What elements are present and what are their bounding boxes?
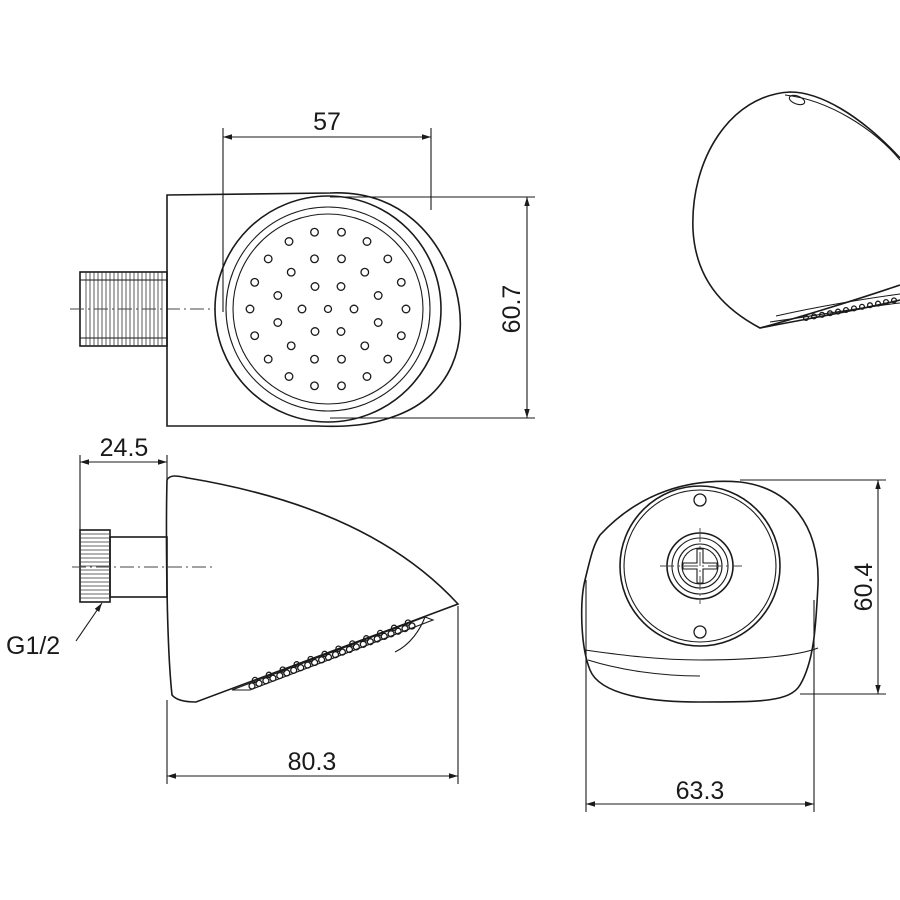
side-view <box>72 475 460 703</box>
nozzle-hole <box>250 331 260 341</box>
nozzle-hole <box>373 318 383 327</box>
dimension-back-height: 60.4 <box>740 479 886 695</box>
nozzle-hole <box>383 354 393 364</box>
nozzle-hole <box>250 277 260 287</box>
nozzle-hole <box>310 227 319 237</box>
nozzle-hole <box>336 327 346 336</box>
nozzle-hole <box>310 282 320 291</box>
nozzle-hole <box>284 237 294 246</box>
nozzle-hole <box>362 372 372 381</box>
back-view-plate-inner <box>623 489 777 643</box>
nozzle-hole <box>284 372 294 381</box>
front-view-face-outer <box>214 195 442 423</box>
dimension-top-width-label: 57 <box>313 108 341 136</box>
nozzle-hole <box>373 291 383 300</box>
back-view-mount-hole-bottom <box>693 625 707 639</box>
dimension-top-height-label: 60.7 <box>498 285 526 334</box>
perspective-view <box>692 91 900 329</box>
nozzle-hole <box>337 354 346 364</box>
nozzle-hole <box>297 304 307 314</box>
nozzle-hole <box>310 354 319 364</box>
dimension-top-height: 60.7 <box>330 196 535 419</box>
back-view-body <box>580 480 819 703</box>
dimension-back-height-label: 60.4 <box>850 563 878 612</box>
nozzle-hole <box>383 254 393 264</box>
dimension-back-width: 63.3 <box>585 580 815 812</box>
nozzle-hole <box>310 254 319 264</box>
nozzle-hole <box>337 381 346 391</box>
nozzle-hole <box>360 267 370 277</box>
dimension-side-length: 80.3 <box>166 606 459 784</box>
dimension-side-length-label: 80.3 <box>288 748 337 776</box>
back-view-plate-outer <box>619 485 781 647</box>
nozzle-hole <box>286 267 296 277</box>
nozzle-hole <box>310 381 319 391</box>
nozzle-hole <box>310 327 320 336</box>
back-view-flow-cross <box>682 548 718 584</box>
front-view-face-inner <box>232 213 424 405</box>
front-view-nozzles <box>245 227 411 391</box>
perspective-view-top-hole <box>788 94 806 106</box>
dimension-side-offset-label: 24.5 <box>100 434 149 462</box>
front-view-inlet-thread <box>70 271 215 347</box>
nozzle-hole <box>263 354 273 364</box>
side-view-nozzles <box>248 619 416 690</box>
front-view-face-ring <box>225 206 431 412</box>
dimension-top-width: 57 <box>222 108 432 312</box>
side-view-body <box>165 475 460 703</box>
nozzle-hole <box>273 291 283 300</box>
nozzle-hole <box>396 331 406 341</box>
back-view-mount-hole-top <box>693 493 707 507</box>
nozzle-hole <box>245 304 255 314</box>
nozzle-hole <box>396 277 406 287</box>
thread-callout: G1/2 <box>6 602 103 660</box>
front-view-body <box>166 192 462 428</box>
dimension-side-offset: 24.5 <box>79 434 168 530</box>
thread-callout-label: G1/2 <box>6 632 60 660</box>
side-view-inlet-thread <box>72 529 212 603</box>
nozzle-hole <box>273 318 283 327</box>
nozzle-hole <box>286 341 296 351</box>
dimension-back-width-label: 63.3 <box>676 777 725 805</box>
nozzle-hole <box>401 304 411 314</box>
nozzle-hole <box>360 341 370 351</box>
nozzle-hole <box>349 304 359 314</box>
perspective-view-nozzles <box>802 297 898 322</box>
perspective-view-body <box>692 91 900 329</box>
nozzle-hole <box>337 254 346 264</box>
nozzle-hole <box>337 227 346 237</box>
nozzle-hole <box>336 282 346 291</box>
nozzle-hole <box>362 237 372 246</box>
back-view <box>580 480 819 703</box>
nozzle-hole <box>263 254 273 264</box>
front-view <box>70 192 462 428</box>
